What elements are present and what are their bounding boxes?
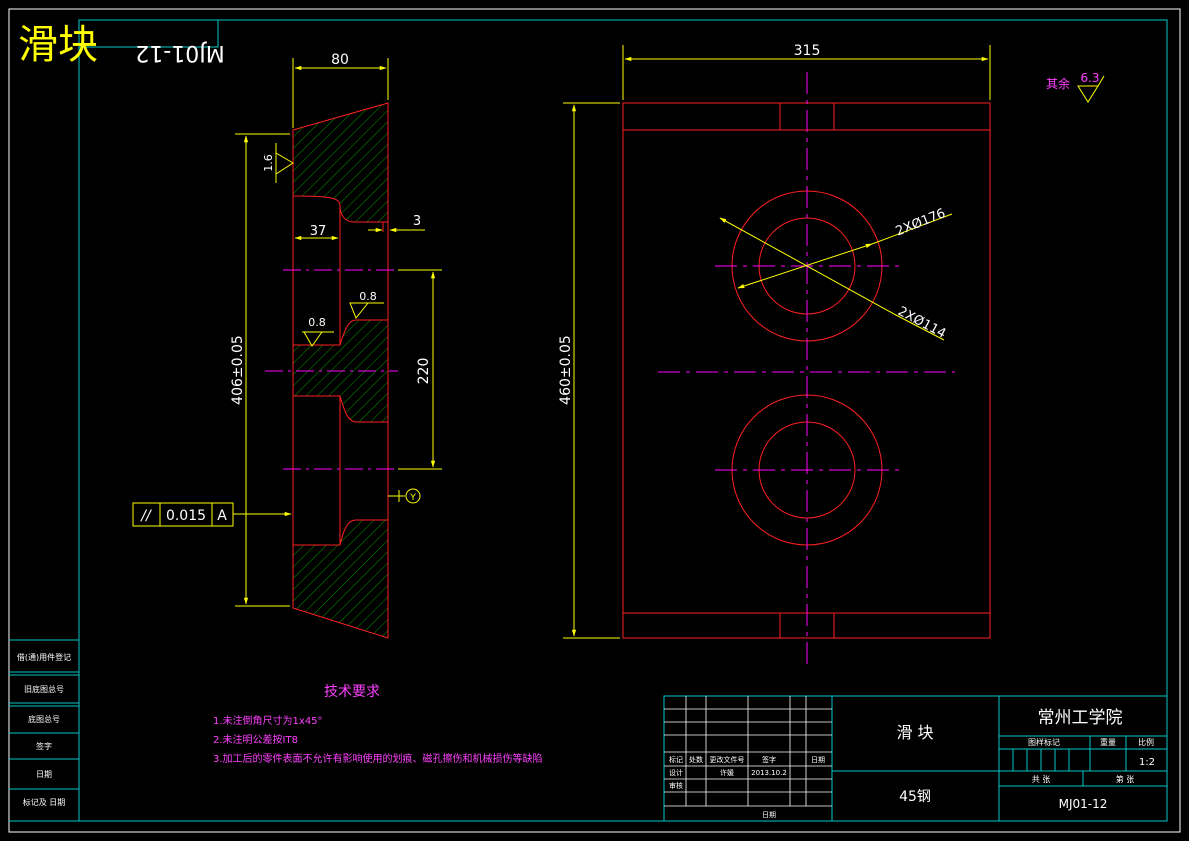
surface-marker-letter: Y: [409, 493, 416, 503]
side-table-row-4: 签字: [36, 741, 52, 751]
dim-height-label: 406±0.05: [230, 335, 246, 405]
roughness-symbol-left: [275, 143, 294, 183]
mirrored-drawing-code: MJ01-12: [135, 40, 224, 65]
sheet-total: 共 张: [1032, 775, 1051, 784]
drawing-title: 滑块: [18, 22, 98, 68]
scale-value: 1:2: [1139, 757, 1155, 768]
tech-requirements: 技术要求 1.未注倒角尺寸为1x45° 2.未注明公差按IT8 3.加工后的零件…: [213, 684, 543, 765]
revision-header-mark: 标记: [669, 755, 683, 764]
revision-header-sign: 签字: [762, 755, 776, 764]
side-table: 借(通)用件登记 旧底图总号 底图总号 签字 日期 标记及 日期: [9, 639, 79, 822]
dim-front-height: [563, 102, 620, 639]
tech-requirements-title: 技术要求: [324, 684, 380, 700]
dim-front-width: [622, 45, 991, 100]
roughness-seat-b-value: 0.8: [308, 316, 326, 329]
revision-header-doc: 更改文件号: [710, 755, 745, 764]
section-view: 80 37 3 220 406±0.05 1.: [132, 52, 442, 639]
side-table-row-2: 旧底图总号: [24, 684, 64, 694]
section-centerlines: [265, 269, 398, 470]
header-drawing-mark: 图样标记: [1028, 737, 1060, 747]
roughness-rest-label: 其余: [1046, 76, 1070, 91]
roughness-rest-value: 6.3: [1080, 71, 1099, 85]
dim-front-height-label: 460±0.05: [558, 335, 574, 405]
roughness-seat-a-value: 0.8: [359, 290, 377, 303]
designer-name: 许媛: [720, 768, 734, 777]
revision-header-date: 日期: [811, 756, 825, 764]
dim-center-distance: [398, 269, 442, 470]
side-table-row-6: 标记及 日期: [23, 797, 66, 807]
dim-recess-depth-label: 37: [310, 224, 327, 239]
side-table-row-3: 底图总号: [28, 714, 60, 724]
side-table-row-1: 借(通)用件登记: [17, 652, 71, 662]
sheet-number: 第 张: [1116, 774, 1135, 784]
roughness-symbol-seat-b: [302, 331, 334, 347]
title-block: 标记 处数 更改文件号 签字 日期 设计 许媛 2013.10.2 审核 日期 …: [663, 695, 1168, 822]
tech-requirement-2: 2.未注明公差按IT8: [213, 733, 298, 746]
design-label: 设计: [669, 768, 683, 777]
dim-width-top-label: 80: [331, 52, 349, 68]
surface-marker-symbol: [388, 488, 421, 504]
parallelism-tolerance: 0.015: [166, 508, 206, 524]
tech-requirement-1: 1.未注倒角尺寸为1x45°: [213, 714, 323, 727]
part-name: 滑 块: [896, 723, 933, 742]
material: 45钢: [899, 789, 931, 805]
title-stamp: MJ01-12 滑块: [18, 19, 225, 68]
dim-bore-leaders: [719, 213, 953, 341]
dim-bore-large-label: 2XØ176: [894, 206, 948, 239]
parallelism-symbol: //: [139, 508, 152, 524]
parallelism-datum: A: [217, 508, 227, 524]
dim-width-top: [292, 58, 389, 128]
section-outline: [292, 130, 389, 608]
drawing-frame: [8, 8, 1181, 833]
dim-height: [235, 133, 290, 607]
tech-requirement-3: 3.加工后的零件表面不允许有影响使用的划痕、磁孔擦伤和机械损伤等缺陷: [213, 752, 543, 765]
design-date: 2013.10.2: [751, 769, 787, 777]
header-scale: 比例: [1138, 737, 1154, 747]
check-label: 审核: [669, 781, 683, 790]
front-centerlines: [658, 72, 955, 670]
revision-header-count: 处数: [689, 755, 703, 764]
front-view: 315 460±0.05 2XØ176 2XØ114 其余 6.3: [558, 43, 1105, 670]
parallelism-frame: [132, 502, 292, 527]
dim-lip-label: 3: [413, 214, 421, 229]
side-table-row-5: 日期: [36, 770, 52, 779]
school-name: 常州工学院: [1038, 708, 1123, 728]
drawing-number: MJ01-12: [1059, 797, 1108, 811]
dim-center-distance-label: 220: [416, 358, 432, 385]
date-label: 日期: [762, 811, 776, 819]
roughness-left-value: 1.6: [262, 154, 275, 172]
header-weight: 重量: [1100, 737, 1116, 747]
roughness-rest-symbol: [1077, 75, 1105, 103]
dim-bore-small-label: 2XØ114: [895, 304, 948, 342]
dim-front-width-label: 315: [794, 43, 821, 59]
roughness-symbol-seat-a: [349, 302, 384, 319]
